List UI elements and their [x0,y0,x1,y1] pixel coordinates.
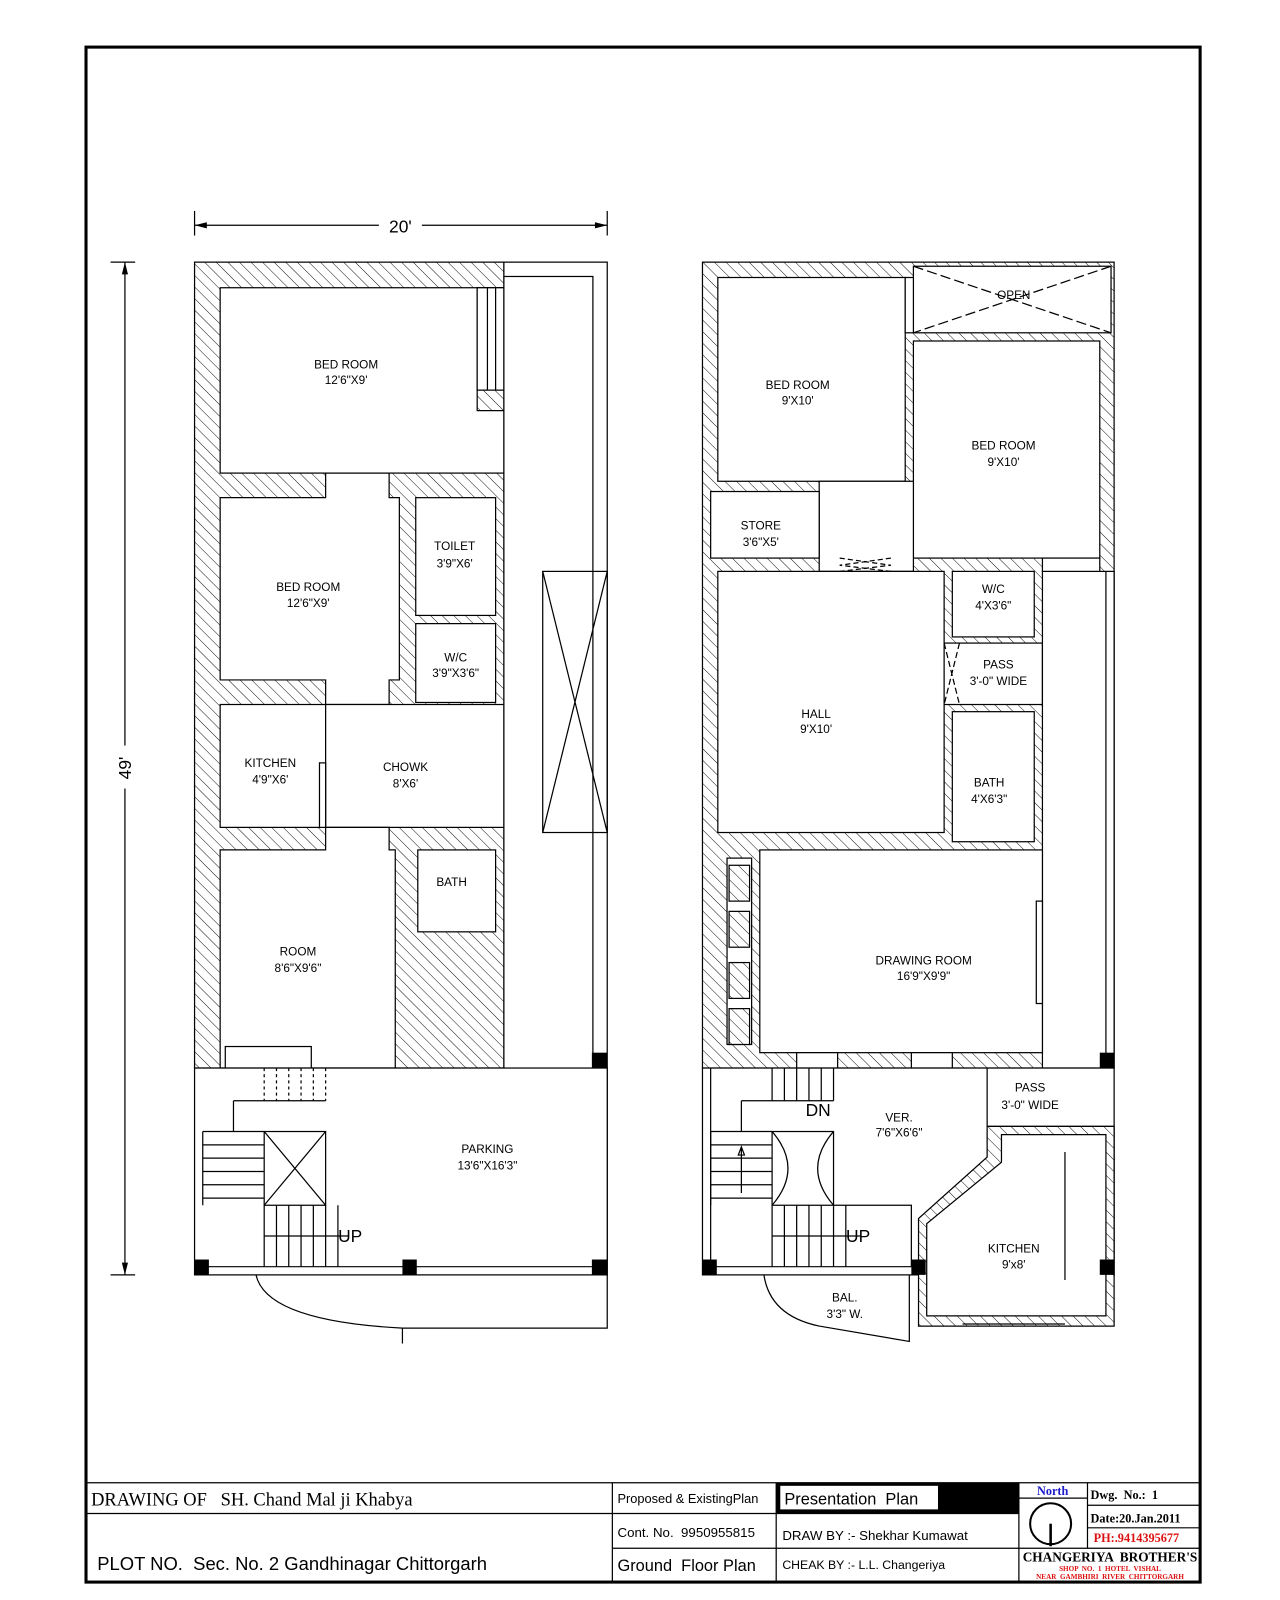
bath [417,849,497,933]
width-label: 20' [389,216,412,236]
room-label: ROOM [280,945,317,958]
room-label: TOILET [434,540,475,553]
room-label: KITCHEN [245,757,297,770]
column [194,1259,209,1275]
depth-label: 49' [115,757,135,780]
column [1099,1259,1115,1275]
column [591,1259,608,1275]
room-size: 3'9"X3'6" [432,667,479,680]
plan-type: Proposed & ExistingPlan [617,1491,758,1506]
room-size: 3'3" W. [827,1308,864,1321]
room-label: BED ROOM [276,581,340,594]
firm-address-2: NEAR GAMBHIRI RIVER CHITTORGARH [1036,1573,1184,1581]
room-label: W/C [982,583,1005,596]
width-dimension: 20' [193,210,608,236]
drawing-of: DRAWING OF SH. Chand Mal ji Khabya [91,1489,412,1509]
room-label: DRAWING ROOM [875,955,971,968]
column [402,1259,417,1275]
pass [943,642,1044,706]
bed-room-1 [717,276,906,482]
first-floor-plan: DN UP OPEN BED ROOM 9'X10' BED ROOM 9'X1… [701,261,1115,1343]
stair-dn-label: DN [806,1100,831,1120]
chowk [325,703,505,829]
room-label: KITCHEN [988,1242,1040,1255]
room-label: VER. [885,1111,912,1124]
room-size: 8'6"X9'6" [275,962,322,975]
kitchen [219,703,327,829]
room-size: 9'x8' [1002,1259,1025,1272]
room-size: 9'X10' [800,723,832,736]
room-size: 16'9"X9'9" [897,970,950,983]
bed-room-2 [219,472,400,706]
north-label: North [1037,1484,1069,1498]
room-size: 9'X10' [782,394,814,407]
sheet-border [84,45,1202,1584]
contact-number: Cont. No. 9950955815 [617,1525,755,1540]
room-size: 4'9"X6' [252,773,288,786]
room-label: BATH [974,776,1005,789]
column [911,1259,926,1275]
drawing-room [759,849,1044,1054]
firm-address-1: SHOP NO. 1 HOTEL VISHAL [1059,1565,1161,1573]
title-block: DRAWING OF SH. Chand Mal ji Khabya PLOT … [86,1482,1201,1583]
firm-name: CHANGERIYA BROTHER'S [1023,1550,1198,1565]
ground-floor-plan: UP BED ROOM 12'6"X9' BED ROOM 12'6"X9' T… [193,261,608,1344]
room-label: BATH [436,876,467,889]
room-size: 4'X6'3" [971,793,1007,806]
room-size: 4'X3'6" [975,599,1011,612]
staircase: UP [202,1068,362,1267]
hall [717,570,945,834]
room-size: 12'6"X9' [325,374,368,387]
column [702,1259,717,1275]
bath [951,711,1035,843]
room-label: BED ROOM [766,379,830,392]
wc [951,570,1035,638]
room-size: 3'-0" WIDE [970,675,1028,688]
depth-dimension: 49' [110,261,136,1276]
room-size: 9'X10' [988,456,1020,469]
room-size: 3'-0" WIDE [1001,1099,1059,1112]
room-label: BAL. [832,1292,858,1305]
room-label: PARKING [461,1143,513,1156]
room-size: 3'6"X5' [743,536,779,549]
room-label: HALL [801,708,831,721]
stair-window-grille [726,857,753,1046]
room-label: STORE [741,519,781,532]
front-balcony [255,1274,608,1344]
room-size: 7'6"X6'6" [876,1127,923,1140]
column [591,1052,608,1069]
plot-no: PLOT NO. Sec. No. 2 Gandhinagar Chittorg… [97,1553,487,1574]
wc [415,623,497,704]
room-label: OPEN [997,289,1030,302]
room-size: 13'6"X16'3" [457,1159,517,1172]
column [1099,1052,1115,1069]
balcony [763,1274,910,1343]
kitchen [926,1133,1107,1317]
room-label: PASS [983,659,1014,672]
store [710,490,820,559]
bed-room-1 [219,287,505,474]
stair-up-label: UP [338,1226,362,1246]
room-label: PASS [1015,1082,1046,1095]
north-arrow-icon [1029,1502,1073,1547]
phone: PH:.9414395677 [1094,1531,1180,1545]
room-size: 3'9"X6' [437,557,473,570]
room-label: BED ROOM [314,359,378,372]
stair-up-label: UP [846,1226,870,1246]
date: Date:20.Jan.2011 [1091,1512,1181,1526]
toilet [415,497,497,617]
drawing-number: Dwg. No.: 1 [1091,1488,1158,1502]
drawn-by: DRAW BY :- Shekhar Kumawat [782,1528,968,1543]
room-label: BED ROOM [971,440,1035,453]
room-label: CHOWK [383,761,428,774]
bed-room-2 [912,340,1101,559]
room-label: W/C [444,652,467,665]
room-size: 8'X6' [393,777,418,790]
room-size: 12'6"X9' [287,597,330,610]
checked-by: CHEAK BY :- L.L. Changeriya [782,1558,945,1572]
presentation-plan: Presentation Plan [784,1490,918,1508]
floor-name: Ground Floor Plan [617,1557,755,1575]
